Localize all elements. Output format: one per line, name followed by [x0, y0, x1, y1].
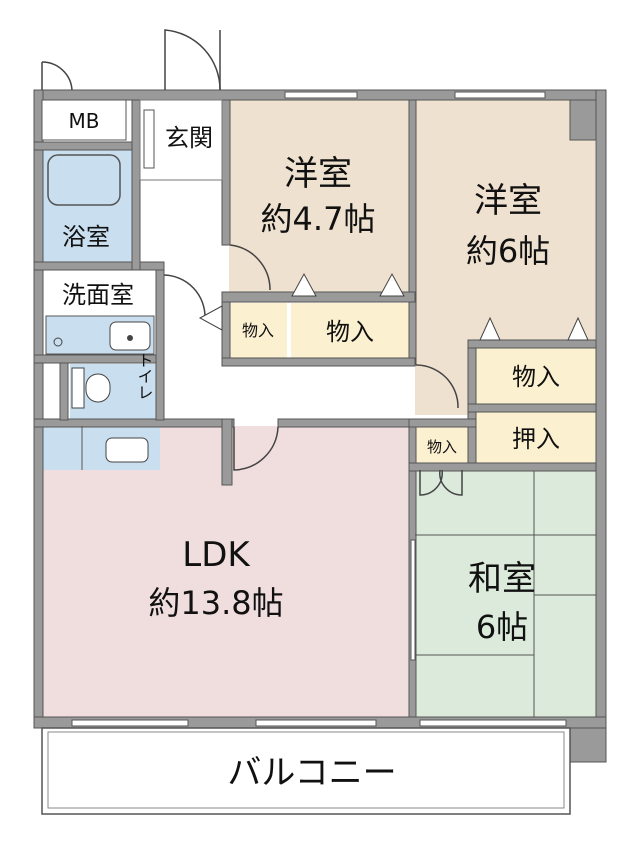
- closet-label-3: 物入: [512, 363, 560, 391]
- closet-label-2: 物入: [326, 318, 374, 346]
- genkan-label: 玄関: [165, 124, 213, 152]
- western-room-2-size: 約6帖: [466, 232, 550, 270]
- toilet-tank: [71, 367, 85, 409]
- mb-box: [41, 99, 127, 141]
- closet-label-1: 物入: [242, 321, 274, 340]
- bath-label: 浴室: [62, 223, 110, 251]
- closet-floor-5: [415, 426, 468, 466]
- western-room-1-name: 洋室: [284, 154, 352, 194]
- toilet-bowl: [85, 373, 111, 403]
- shoe-cabinet: [143, 109, 155, 169]
- western-room-1-size: 約4.7帖: [261, 200, 376, 238]
- balcony-area: [41, 727, 571, 815]
- western-room-1-floor: [229, 100, 409, 296]
- drain: [127, 335, 133, 341]
- japanese-room-name: 和室: [468, 559, 536, 599]
- windows: [71, 91, 567, 727]
- closet-markers: [198, 272, 589, 341]
- toilet-label: トイレ: [135, 352, 154, 400]
- door-swings: [41, 29, 463, 496]
- western-room-2-name: 洋室: [474, 181, 542, 221]
- japanese-room-size: 6帖: [476, 608, 528, 646]
- balcony-rail: [47, 731, 565, 809]
- oshiire-label: 押入: [512, 425, 560, 453]
- ldk-size: 約13.8帖: [148, 584, 283, 622]
- washroom-label: 洗面室: [62, 281, 134, 309]
- oshiire-floor: [476, 411, 596, 463]
- closet-label-5: 物入: [427, 438, 457, 456]
- ldk-name: LDK: [182, 535, 251, 575]
- mb-label: MB: [69, 109, 100, 133]
- floor-drain: [53, 337, 63, 347]
- tatami-lines: [415, 471, 596, 717]
- closet-floor-3: [476, 347, 596, 404]
- toilet-floor: [70, 364, 158, 420]
- balcony-label: バルコニー: [227, 753, 396, 793]
- japanese-room-floor: [415, 470, 596, 717]
- closet-floor-2: [291, 303, 409, 358]
- closet-floor-1: [229, 303, 287, 358]
- kitchen-sink: [105, 437, 149, 463]
- bathtub: [47, 154, 121, 206]
